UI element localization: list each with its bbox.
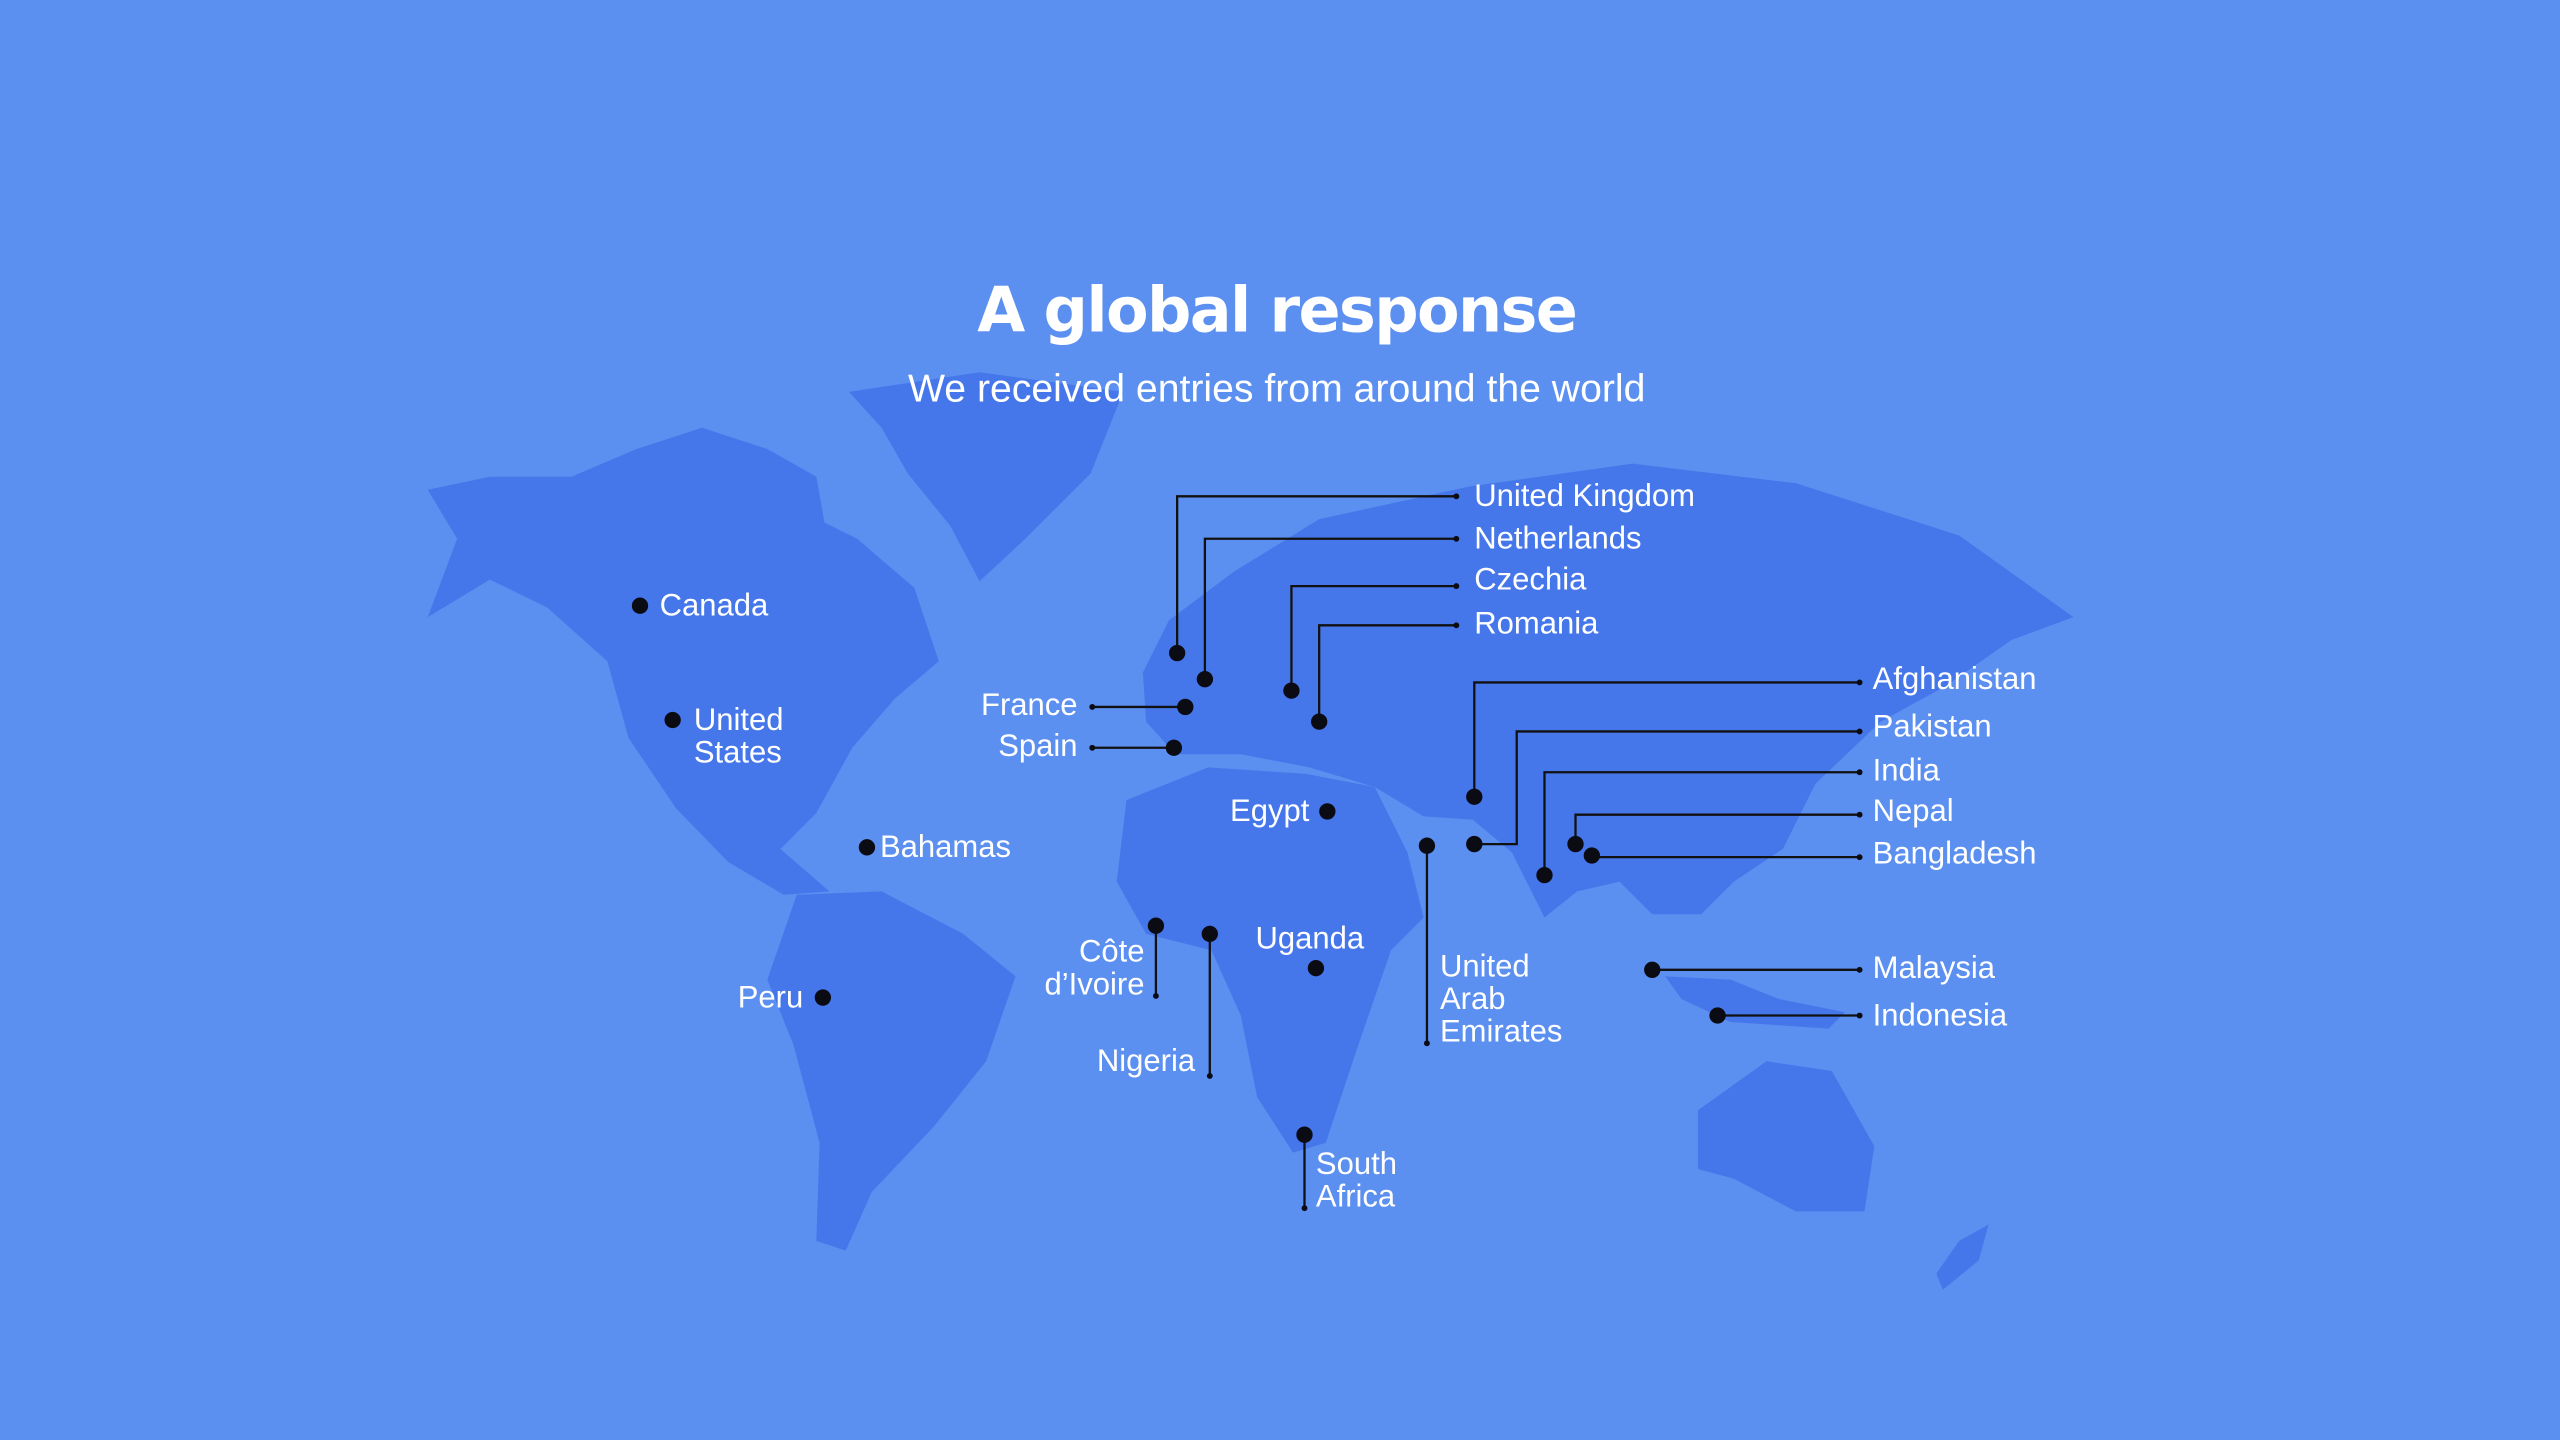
north-america: [427, 427, 939, 895]
svg-text:United Kingdom: United Kingdom: [1474, 478, 1695, 513]
marker-romania: Romania: [1311, 605, 1599, 730]
marker-pakistan: Pakistan: [1466, 708, 1992, 853]
svg-text:Egypt: Egypt: [1230, 793, 1310, 828]
marker-netherlands: Netherlands: [1196, 521, 1642, 688]
marker-peru: Peru: [738, 979, 832, 1014]
svg-text:Peru: Peru: [738, 979, 804, 1014]
marker-bangladesh: Bangladesh: [1583, 836, 2037, 871]
svg-text:India: India: [1873, 752, 1941, 787]
marker-united-kingdom: United Kingdom: [1168, 478, 1695, 662]
greenland: [848, 372, 1124, 582]
svg-text:Nigeria: Nigeria: [1097, 1043, 1196, 1078]
svg-text:Bangladesh: Bangladesh: [1873, 836, 2037, 871]
marker-egypt: Egypt: [1230, 793, 1336, 828]
marker-uganda: Uganda: [1256, 921, 1365, 977]
south-america: [767, 891, 1016, 1251]
indonesia-islands: [1665, 976, 1845, 1029]
marker-nepal: Nepal: [1567, 793, 1954, 853]
page-title: A global response: [977, 273, 1576, 346]
svg-text:Malaysia: Malaysia: [1873, 950, 1996, 985]
marker-canada: Canada: [631, 588, 769, 623]
marker-nigeria: Nigeria: [1097, 925, 1218, 1079]
continents: [427, 372, 2074, 1290]
marker-afghanistan: Afghanistan: [1466, 661, 2036, 805]
marker-indonesia: Indonesia: [1709, 997, 2008, 1032]
marker-bahamas: Bahamas: [858, 829, 1011, 864]
australia: [1697, 1061, 1875, 1212]
new-zealand: [1936, 1224, 1989, 1290]
svg-text:Uganda: Uganda: [1256, 921, 1365, 956]
marker-india: India: [1536, 752, 1941, 884]
svg-text:Czechia: Czechia: [1474, 561, 1587, 596]
svg-text:Romania: Romania: [1474, 605, 1599, 640]
svg-text:Pakistan: Pakistan: [1873, 708, 1992, 743]
svg-text:Spain: Spain: [998, 728, 1077, 763]
marker-france: France: [981, 687, 1194, 722]
svg-text:Canada: Canada: [660, 588, 769, 623]
svg-text:France: France: [981, 687, 1078, 722]
marker-czechia: Czechia: [1283, 561, 1587, 699]
eurasia: [1142, 463, 2074, 918]
marker-spain: Spain: [998, 728, 1183, 763]
svg-text:Bahamas: Bahamas: [880, 829, 1011, 864]
svg-text:Nepal: Nepal: [1873, 793, 1954, 828]
africa: [1116, 767, 1424, 1153]
svg-text:Netherlands: Netherlands: [1474, 521, 1641, 556]
svg-text:Indonesia: Indonesia: [1873, 997, 2008, 1032]
marker-malaysia: Malaysia: [1644, 950, 1996, 985]
svg-text:Afghanistan: Afghanistan: [1873, 661, 2037, 696]
page-subtitle: We received entries from around the worl…: [908, 368, 1645, 411]
